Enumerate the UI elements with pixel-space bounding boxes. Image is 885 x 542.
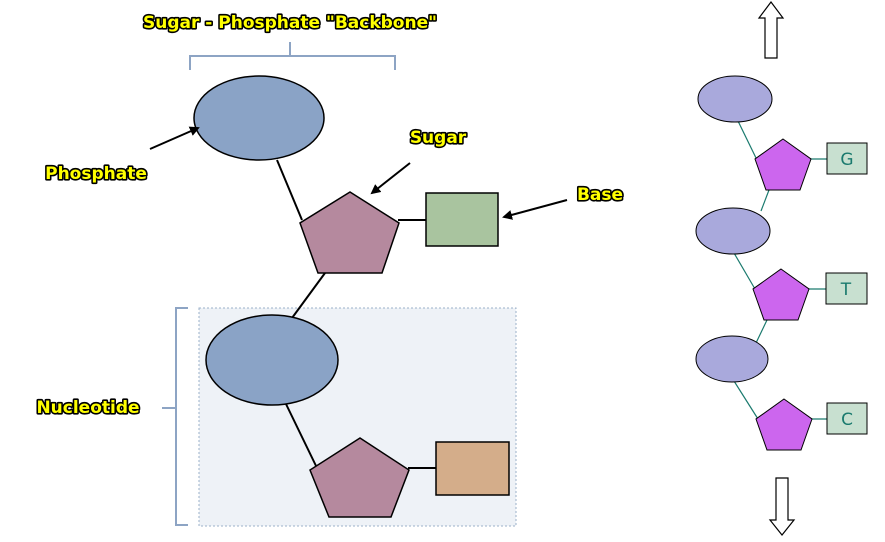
base-label: Base <box>577 185 623 205</box>
strand-base-letter: C <box>841 410 853 430</box>
sugar-shape <box>299 191 400 274</box>
bond-phosphate-sugar <box>276 159 303 221</box>
strand-bond <box>760 189 770 212</box>
bond-sugar-phosphate <box>291 272 326 319</box>
arrow-up-icon <box>757 0 785 59</box>
strand-phosphate-shape <box>695 335 769 383</box>
backbone-label: Sugar - Phosphate "Backbone" <box>143 13 437 33</box>
strand-phosphate-shape <box>697 75 773 123</box>
backbone-bracket <box>189 42 396 70</box>
strand-sugar-shape <box>755 398 813 451</box>
nucleotide-sugar-shape <box>309 437 410 518</box>
sugar-arrow <box>370 162 411 195</box>
strand-base-shape <box>826 142 868 175</box>
base-arrow <box>502 199 568 220</box>
phosphate-shape <box>193 75 325 161</box>
strand-bond <box>737 120 758 161</box>
nucleotide-phosphate-shape <box>205 314 339 406</box>
strand-bond <box>733 380 759 420</box>
nucleotide-base-shape <box>435 441 510 496</box>
phosphate-label: Phosphate <box>45 164 147 184</box>
strand-base-shape <box>826 402 868 435</box>
strand-bond <box>733 252 756 290</box>
bond-phosphate-sugar-2 <box>285 403 319 471</box>
strand-sugar-shape <box>754 138 812 191</box>
arrow-down-icon <box>768 477 796 536</box>
strand-bond <box>755 319 768 344</box>
phosphate-arrow <box>149 126 200 150</box>
strand-base-letter: T <box>840 280 852 300</box>
strand-base-shape <box>825 272 868 305</box>
base-shape <box>425 192 499 247</box>
strand-base-letter: G <box>840 150 853 170</box>
nucleotide-label: Nucleotide <box>36 398 139 418</box>
sugar-label: Sugar <box>410 128 467 148</box>
strand-sugar-shape <box>752 268 810 321</box>
nucleotide-bracket <box>162 307 188 526</box>
strand-phosphate-shape <box>695 207 771 255</box>
